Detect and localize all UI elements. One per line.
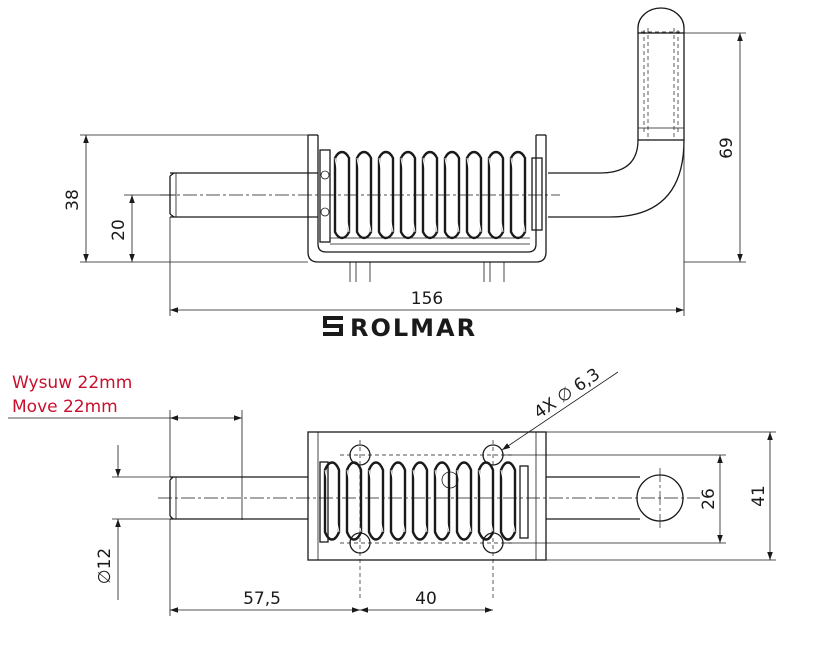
dim-axis-height: 20 (109, 219, 129, 241)
dim-hole-spacing-y: 26 (699, 488, 719, 510)
travel-note-en: Move 22mm (12, 397, 118, 417)
dim-hole-spacing-x: 40 (415, 589, 437, 609)
top-view (158, 431, 700, 600)
dim-bracket-height: 38 (63, 189, 83, 211)
travel-note-pl: Wysuw 22mm (12, 373, 132, 393)
dim-total-length: 156 (411, 289, 443, 309)
side-view (160, 7, 685, 282)
dim-base-width: 41 (749, 485, 769, 507)
hole-callout: 4X ∅ 6,3 (530, 365, 603, 424)
brand-name: ROLMAR (350, 314, 477, 342)
brand-logo: ROLMAR (323, 314, 477, 342)
spring-top (323, 461, 517, 541)
dim-pin-to-hole: 57,5 (243, 589, 281, 609)
dim-pin-diameter: ∅12 (95, 548, 115, 584)
rolmar-logo-icon (323, 316, 343, 336)
side-view-dimensions: 38 20 69 156 (63, 32, 746, 316)
dim-total-height: 69 (717, 137, 737, 159)
